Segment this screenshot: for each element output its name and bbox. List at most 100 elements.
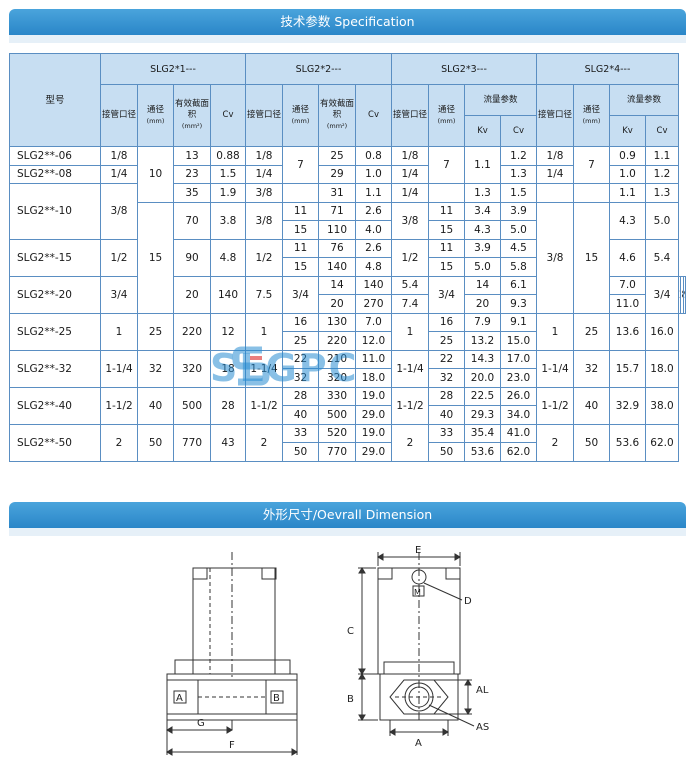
header-bore-unit: (mm) xyxy=(582,116,601,125)
table-cell: 2 xyxy=(391,423,429,462)
coil-tab-right xyxy=(261,567,277,580)
table-cell: 35.4 xyxy=(464,423,501,443)
dim-label-al: AL xyxy=(476,685,489,696)
table-cell: 15 xyxy=(428,220,465,240)
header-kv: Kv xyxy=(609,115,646,147)
table-cell: 16.0 xyxy=(645,312,679,351)
table-cell: 20.0 xyxy=(464,368,501,388)
table-cell: 110 xyxy=(318,220,356,240)
model-cell: SLG2**-15 xyxy=(9,238,101,277)
header-cv: Cv xyxy=(210,84,246,147)
table-cell: 4.0 xyxy=(355,220,392,240)
dimension-title: 外形尺寸/Oevrall Dimension xyxy=(262,507,433,522)
table-cell: 3/4 xyxy=(100,275,138,314)
table-cell: 1/2 xyxy=(391,238,429,277)
table-cell: 4.5 xyxy=(500,238,537,258)
header-bore-text: 通径 xyxy=(437,104,455,115)
table-cell: 1/8 xyxy=(536,146,574,166)
table-cell: 25 xyxy=(282,331,319,351)
table-cell: 4.3 xyxy=(609,201,646,240)
table-cell: 62.0 xyxy=(645,423,679,462)
table-cell: 7.4 xyxy=(391,294,429,314)
header-bore-unit: (mm) xyxy=(437,116,456,125)
table-cell: 11 xyxy=(428,238,465,258)
table-cell: 70 xyxy=(173,201,211,240)
table-cell: 3/8 xyxy=(100,183,138,240)
table-cell: 32.9 xyxy=(609,386,646,425)
model-cell: SLG2**-50 xyxy=(9,423,101,462)
dim-label-b: B xyxy=(347,694,354,705)
table-cell: 32 xyxy=(428,368,465,388)
table-cell: 76 xyxy=(318,238,356,258)
table-cell: 5.0 xyxy=(645,201,679,240)
model-cell: SLG2**-32 xyxy=(9,349,101,388)
header-group: SLG2*3--- xyxy=(391,53,537,85)
header-bore: 通径(mm) xyxy=(573,84,610,147)
table-cell: 40 xyxy=(573,386,610,425)
spec-title-banner: 技术参数 Specification xyxy=(9,9,686,35)
model-cell: SLG2**-40 xyxy=(9,386,101,425)
table-cell: 5.4 xyxy=(391,275,429,295)
table-cell: 14 xyxy=(464,275,501,295)
table-cell: 3.9 xyxy=(464,238,501,258)
table-cell: 15 xyxy=(282,220,319,240)
table-cell: 1-1/2 xyxy=(391,386,429,425)
table-cell: 320 xyxy=(173,349,211,388)
table-cell: 0.88 xyxy=(210,146,246,166)
header-bore: 通径(mm) xyxy=(282,84,319,147)
table-cell: 3/8 xyxy=(245,201,283,240)
table-cell: 0.9 xyxy=(609,146,646,166)
header-port: 接管口径 xyxy=(100,84,138,147)
coil-mark-label: M xyxy=(414,588,421,597)
table-cell: 11 xyxy=(428,201,465,221)
table-cell: 71 xyxy=(318,201,356,221)
table-cell: 3/4 xyxy=(428,275,465,314)
header-area-text: 有效截面积 xyxy=(319,99,354,120)
table-cell: 7.0 xyxy=(609,275,646,295)
table-cell: 40 xyxy=(428,405,465,425)
table-cell: 33 xyxy=(428,423,465,443)
table-cell: 40 xyxy=(282,405,319,425)
table-cell: 3/8 xyxy=(536,201,574,314)
header-port: 接管口径 xyxy=(391,84,429,147)
table-cell: 29.3 xyxy=(464,405,501,425)
header-area-unit: (mm²) xyxy=(326,122,348,130)
spec-title: 技术参数 Specification xyxy=(280,14,415,29)
table-cell: 770 xyxy=(318,442,356,462)
table-cell: 29.0 xyxy=(355,442,392,462)
table-cell: 4.6 xyxy=(609,238,646,277)
table-cell: 50 xyxy=(282,442,319,462)
header-bore-unit: (mm) xyxy=(291,116,310,125)
table-cell: 1.1 xyxy=(645,146,679,166)
valve-body-side xyxy=(379,673,459,721)
table-cell: 13.2 xyxy=(464,331,501,351)
header-bore: 通径(mm) xyxy=(137,84,174,147)
table-cell: 1/2 xyxy=(100,238,138,277)
table-cell: 220 xyxy=(318,331,356,351)
table-cell: 43 xyxy=(210,423,246,462)
table-cell: 1-1/4 xyxy=(536,349,574,388)
port-a-box xyxy=(173,690,187,704)
header-cv: Cv xyxy=(645,115,679,147)
dim-label-c: C xyxy=(347,626,354,637)
table-cell: 330 xyxy=(318,386,356,406)
dim-label-g: G xyxy=(197,718,205,729)
model-cell: SLG2**-10 xyxy=(9,183,101,240)
model-cell: SLG2**-06 xyxy=(9,146,101,166)
table-cell: 3/4 xyxy=(282,275,319,314)
table-cell: 35 xyxy=(173,183,211,203)
table-cell: 770 xyxy=(173,423,211,462)
table-cell: 53.6 xyxy=(464,442,501,462)
table-cell: 1.1 xyxy=(355,183,392,203)
table-cell: 1.1 xyxy=(609,183,646,203)
table-cell: 7.5 xyxy=(245,275,283,314)
table-cell: 19.0 xyxy=(355,423,392,443)
header-area: 有效截面积(mm²) xyxy=(173,84,211,147)
header-cv: Cv xyxy=(355,84,392,147)
table-cell: 1.3 xyxy=(500,164,537,184)
table-cell: 6.1 xyxy=(500,275,537,295)
table-cell: 33 xyxy=(282,423,319,443)
